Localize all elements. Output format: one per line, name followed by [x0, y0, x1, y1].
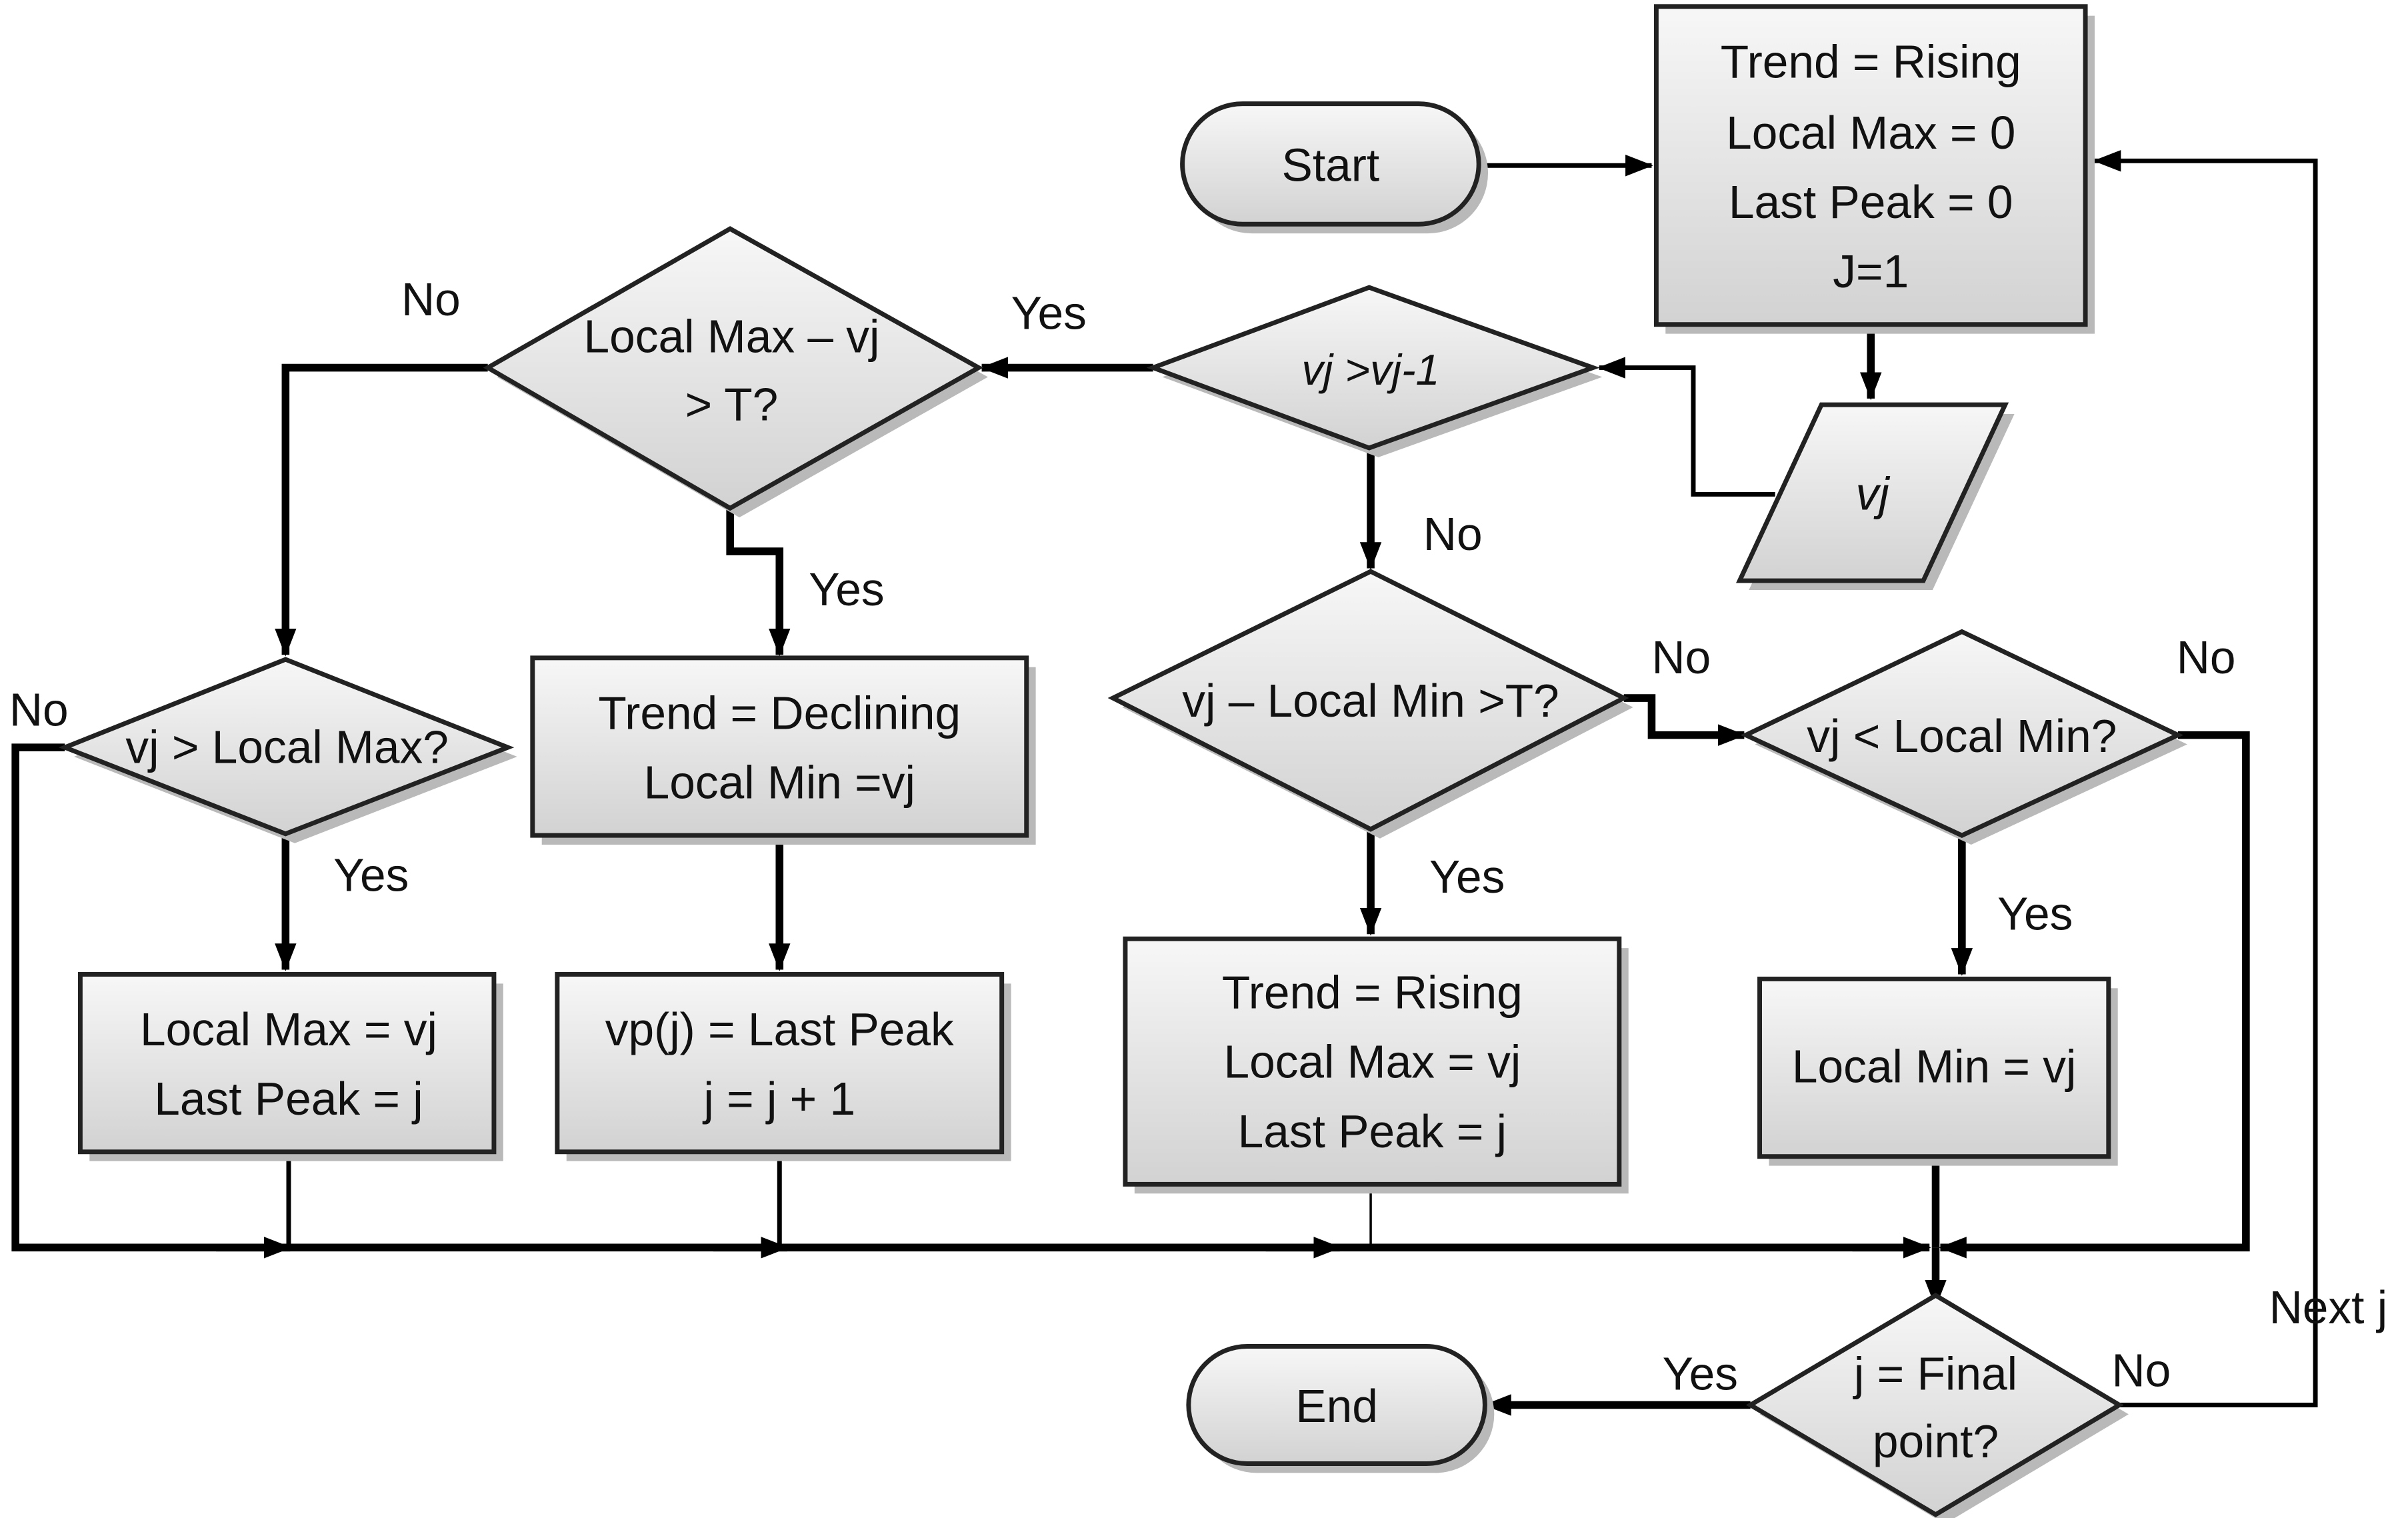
decision-final-line-1: j = Final — [1853, 1347, 2017, 1399]
box-localmax-update-line-2: Last Peak = j — [154, 1073, 423, 1125]
box-localmax-update-line-1: Local Max = vj — [140, 1003, 437, 1055]
start-label: Start — [1282, 139, 1380, 191]
box-rising: Trend = Rising Local Max = vj Last Peak … — [1123, 936, 1629, 1194]
label-yes-final: Yes — [1663, 1347, 1738, 1399]
label-no-localmax-check: No — [401, 273, 461, 325]
box-vp: vp(j) = Last Peak j = j + 1 — [555, 972, 1011, 1161]
decision-vj-minus-localmin-label: vj – Local Min >T? — [1182, 675, 1559, 727]
box-localmin-update-label: Local Min = vj — [1792, 1041, 2077, 1093]
edge-lmminus-yes — [726, 508, 791, 657]
box-localmax-update: Local Max = vj Last Peak = j — [77, 972, 503, 1161]
decision-vj-gt-prev: vj >vj-1 — [1146, 285, 1603, 457]
box-rising-line-2: Local Max = vj — [1223, 1036, 1521, 1088]
decision-vj-gt-prev-label: vj >vj-1 — [1301, 345, 1439, 394]
edge-ltmin-no — [1939, 731, 2250, 1259]
box-declining-line-1: Trend = Declining — [598, 687, 961, 739]
init-line-2: Local Max = 0 — [1726, 107, 2015, 159]
label-next-j: Next j — [2269, 1281, 2388, 1333]
init-line-4: J=1 — [1833, 245, 1909, 297]
label-no-vj-lt-localmin: No — [2177, 631, 2236, 683]
edge-final-no — [2093, 150, 2318, 1407]
box-declining: Trend = Declining Local Min =vj — [530, 655, 1036, 845]
label-no-vj-minus-localmin: No — [1651, 631, 1711, 683]
end-terminal: End — [1186, 1344, 1495, 1473]
box-rising-line-3: Last Peak = j — [1238, 1105, 1507, 1157]
label-no-vj-gt-prev: No — [1423, 508, 1483, 560]
edge-lmminus-no — [275, 363, 488, 657]
edge-input-to-compare — [1597, 357, 1775, 497]
box-rising-line-1: Trend = Rising — [1222, 966, 1523, 1018]
init-box: Trend = Rising Local Max = 0 Last Peak =… — [1653, 4, 2095, 334]
label-yes-vj-gt-localmax: Yes — [333, 849, 409, 901]
label-yes-vj-minus-localmin: Yes — [1429, 851, 1505, 903]
init-line-3: Last Peak = 0 — [1729, 176, 2013, 228]
box-vp-line-1: vp(j) = Last Peak — [605, 1003, 954, 1055]
edge-minus-min-no — [1623, 694, 1746, 746]
decision-final-line-2: point? — [1873, 1415, 1999, 1467]
box-vp-line-2: j = j + 1 — [702, 1073, 855, 1125]
end-label: End — [1295, 1380, 1378, 1432]
edge-gtmax-no — [11, 743, 1915, 1252]
decision-vj-lt-localmin-label: vj < Local Min? — [1807, 710, 2117, 762]
box-declining-line-2: Local Min =vj — [644, 757, 915, 809]
decision-final: j = Final point? — [1745, 1293, 2129, 1518]
start-terminal: Start — [1180, 101, 1489, 234]
edge-labels: No Yes Yes No No Yes No No Yes Yes Yes N… — [9, 273, 2387, 1400]
label-yes-declining: Yes — [809, 563, 884, 615]
label-yes-vj-lt-localmin: Yes — [1997, 887, 2073, 939]
input-vj-label: vj — [1855, 468, 1891, 520]
decision-vj-lt-localmin: vj < Local Min? — [1740, 629, 2187, 845]
decision-vj-minus-localmin: vj – Local Min >T? — [1107, 569, 1633, 839]
decision-vj-gt-localmax: vj > Local Max? — [58, 657, 517, 843]
label-no-final: No — [2111, 1345, 2171, 1397]
box-localmin-update: Local Min = vj — [1757, 976, 2118, 1166]
init-line-1: Trend = Rising — [1721, 35, 2021, 87]
decision-vj-gt-localmax-label: vj > Local Max? — [125, 721, 448, 773]
decision-localmax-minus-vj: Local Max – vj > T? — [483, 226, 988, 518]
decision-localmax-minus-vj-line-2: > T? — [685, 378, 779, 430]
input-vj: vj — [1735, 402, 2015, 590]
label-yes-localmax-check: Yes — [1011, 287, 1087, 339]
label-no-vj-gt-localmax: No — [9, 684, 69, 736]
decision-localmax-minus-vj-line-1: Local Max – vj — [584, 310, 880, 362]
